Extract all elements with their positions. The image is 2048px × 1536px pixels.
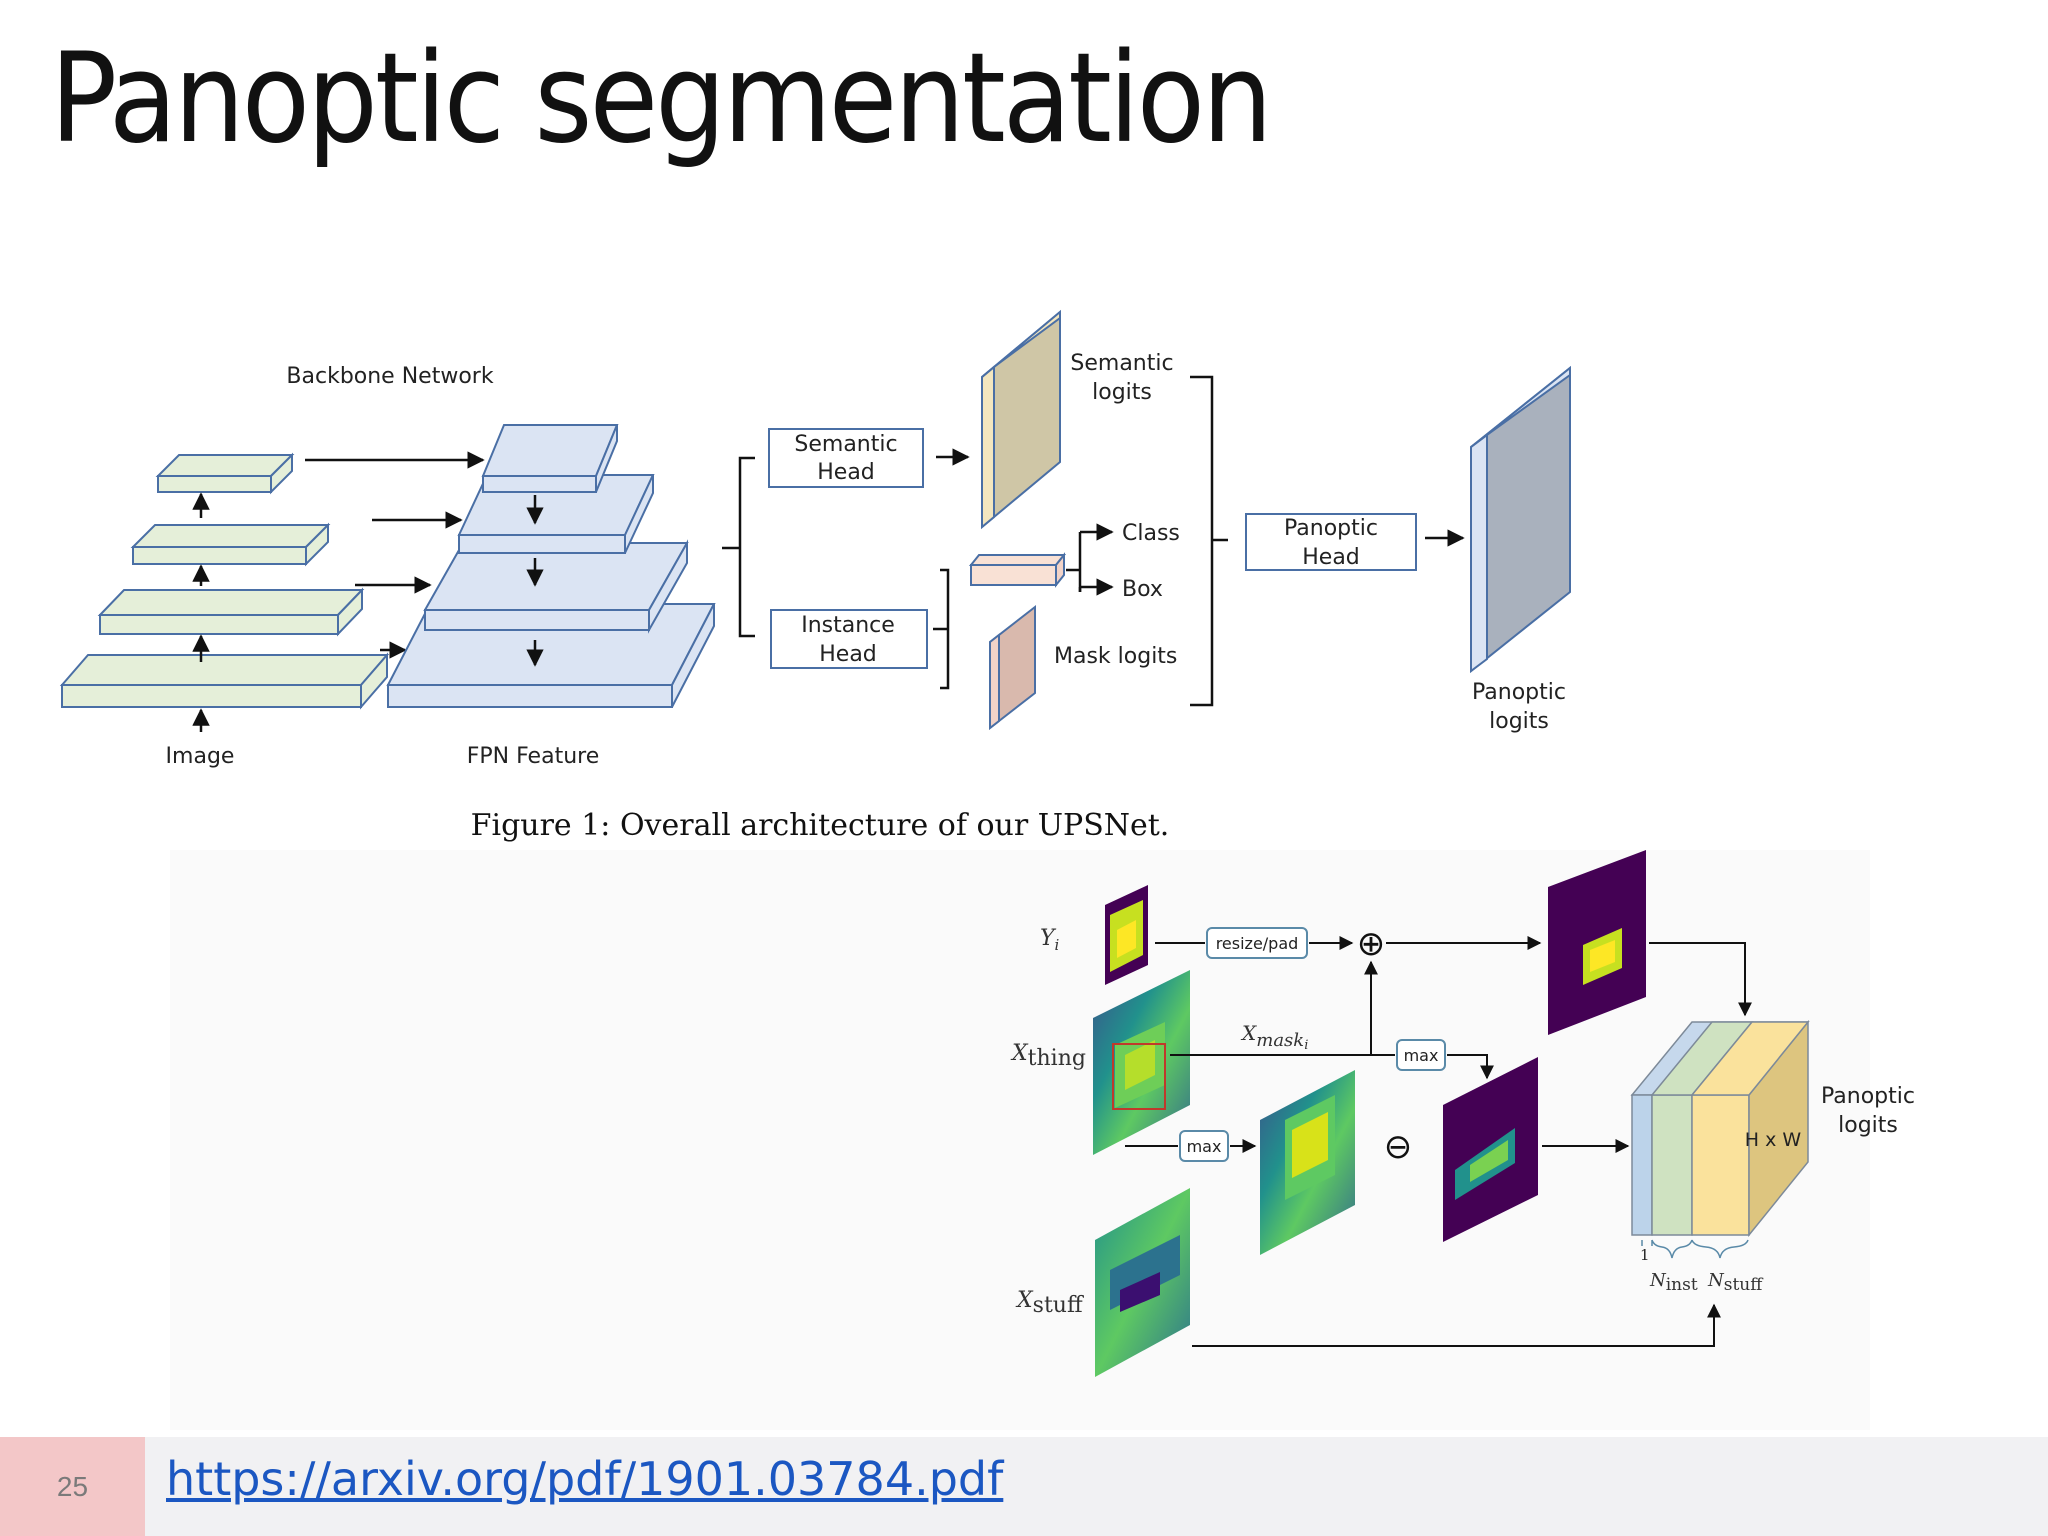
y-label: Yi <box>1040 926 1060 954</box>
class-box-slab <box>968 552 1067 588</box>
svg-text:logits: logits <box>1092 380 1152 405</box>
n-inst-label: Ninst <box>1649 1270 1698 1295</box>
svg-text:Semantic: Semantic <box>794 432 897 457</box>
backbone-level-2 <box>97 587 365 637</box>
backbone-level-4 <box>155 452 295 495</box>
page-number: 25 <box>0 1437 145 1536</box>
max-box-top: max <box>1396 1039 1446 1071</box>
slide-footer <box>0 1437 2048 1536</box>
lateral-arrows <box>305 451 485 659</box>
instance-head-box: Instance Head <box>770 609 928 669</box>
oplus-symbol: ⊕ <box>1357 924 1386 964</box>
svg-text:Panoptic: Panoptic <box>1472 680 1566 705</box>
svg-text:max: max <box>1187 1137 1222 1156</box>
svg-text:Head: Head <box>817 460 875 485</box>
heads-bracket <box>722 456 755 638</box>
svg-text:Panoptic: Panoptic <box>1284 516 1378 541</box>
svg-text:logits: logits <box>1838 1113 1898 1138</box>
resize-pad-box: resize/pad <box>1206 927 1308 959</box>
masked-map <box>1443 1057 1538 1242</box>
x-stuff-label: Xstuff <box>1015 1288 1084 1318</box>
paper-link[interactable]: https://arxiv.org/pdf/1901.03784.pdf <box>166 1452 1004 1506</box>
backbone-level-3 <box>130 522 331 567</box>
figure1-caption: Figure 1: Overall architecture of our UP… <box>471 808 1170 843</box>
svg-text:Head: Head <box>1302 545 1360 570</box>
y-map <box>1105 885 1148 985</box>
ominus-symbol: ⊖ <box>1384 1127 1413 1167</box>
dim-one: 1 <box>1640 1246 1650 1264</box>
svg-text:max: max <box>1404 1046 1439 1065</box>
x-thing-map <box>1093 970 1190 1155</box>
class-label: Class <box>1122 521 1180 546</box>
max-map <box>1260 1070 1355 1255</box>
hw-label: H x W <box>1745 1129 1802 1151</box>
svg-text:Panoptic: Panoptic <box>1821 1084 1915 1109</box>
upsnet-figures: Backbone Network Image <box>59 309 1915 1377</box>
semantic-head-box: Semantic Head <box>768 428 924 488</box>
image-label: Image <box>166 744 235 769</box>
fpn-feature-label: FPN Feature <box>467 744 600 769</box>
max-box-bottom: max <box>1179 1130 1229 1162</box>
fpn-level-4 <box>481 424 619 493</box>
x-mask-label: Xmaski <box>1240 1021 1308 1053</box>
fpn-pyramid <box>386 424 716 708</box>
slide-title: Panoptic segmentation <box>50 27 1273 171</box>
x-thing-label: Xthing <box>1010 1041 1086 1071</box>
semantic-logits-slab <box>981 309 1061 530</box>
svg-text:resize/pad: resize/pad <box>1216 934 1299 953</box>
panoptic-head-box: Panoptic Head <box>1245 513 1417 571</box>
box-label: Box <box>1122 577 1163 602</box>
backbone-network-label: Backbone Network <box>286 364 493 389</box>
mask-logits-label: Mask logits <box>1054 644 1177 669</box>
panoptic-logits-slab <box>1470 365 1571 674</box>
mask-logits-slab <box>989 604 1036 731</box>
svg-text:Instance: Instance <box>801 613 895 638</box>
fpn-level-2 <box>423 539 689 634</box>
svg-text:Semantic: Semantic <box>1070 351 1173 376</box>
result-map <box>1548 850 1646 1035</box>
svg-text:logits: logits <box>1489 709 1549 734</box>
x-stuff-map <box>1095 1188 1190 1377</box>
backbone-pyramid <box>59 452 390 710</box>
backbone-level-1 <box>59 652 390 710</box>
svg-text:Head: Head <box>819 642 877 667</box>
panoptic-logits-block <box>1630 1019 1810 1238</box>
n-stuff-label: Nstuff <box>1707 1270 1764 1295</box>
